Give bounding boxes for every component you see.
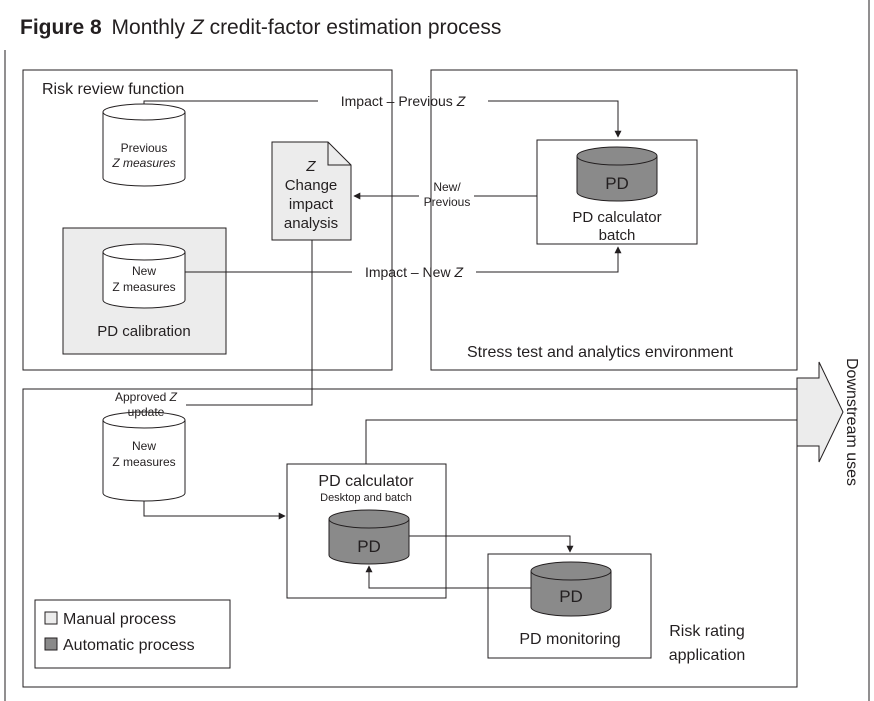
pd-monitoring-db-label: PD <box>559 587 583 606</box>
document-fold <box>327 142 351 166</box>
flow-impact-new-label: Impact – New Z <box>365 264 463 280</box>
pd-calculator-title: PD calculator <box>318 473 414 490</box>
pd-calculator-subtitle: Desktop and batch <box>320 492 412 504</box>
pd-calc-batch-label-line2: batch <box>599 227 636 244</box>
stress-test-box <box>430 69 798 371</box>
flow-approved-update <box>186 240 313 406</box>
approved-new-z-line1: New <box>132 439 156 453</box>
risk-rating-box <box>22 388 798 688</box>
flow-impact-previous-left <box>143 100 318 104</box>
pd-calc-batch-box <box>536 139 698 245</box>
previous-z-label-line1: Previous <box>121 141 168 155</box>
flow-monitoring-to-calculator <box>365 565 531 589</box>
risk-review-label: Risk review function <box>42 81 184 98</box>
risk-rating-label-line2: application <box>669 647 746 664</box>
downstream-arrow <box>796 361 844 463</box>
legend-automatic-swatch <box>44 637 58 651</box>
flow-newz-to-calculator <box>143 501 286 520</box>
flow-impact-previous-right <box>488 100 622 138</box>
change-impact-document <box>271 141 352 241</box>
flow-impact-new-right <box>476 246 622 273</box>
legend-manual-swatch <box>44 611 58 625</box>
flow-new-previous-line2: Previous <box>424 195 471 209</box>
pd-calculator-db <box>328 509 410 565</box>
flow-impact-previous-label: Impact – Previous Z <box>341 93 466 109</box>
pd-monitoring-db <box>530 561 612 617</box>
flow-calculator-to-downstream <box>365 419 797 464</box>
change-doc-line2: Change <box>285 177 338 194</box>
pd-calc-batch-db-label: PD <box>605 174 629 193</box>
new-z-measures-cylinder <box>102 243 186 309</box>
figure-title: Figure 8 Monthly Z credit-factor estimat… <box>20 16 501 40</box>
previous-z-measures-cylinder <box>102 103 186 187</box>
new-z-label-line1: New <box>132 264 156 278</box>
downstream-label: Downstream uses <box>843 358 860 486</box>
pd-monitoring-box <box>487 553 652 659</box>
new-z-label-line2: Z measures <box>112 280 175 294</box>
pd-calc-batch-db <box>576 146 658 202</box>
legend-manual-label: Manual process <box>63 611 176 628</box>
figure-caption: Monthly Z credit-factor estimation proce… <box>111 16 502 39</box>
approved-z-measures-cylinder <box>102 411 186 502</box>
change-doc-line3: impact <box>289 196 334 213</box>
approved-new-z-line2: Z measures <box>112 455 175 469</box>
stress-test-label: Stress test and analytics environment <box>467 344 733 361</box>
risk-rating-label-line1: Risk rating <box>669 623 745 640</box>
figure-label: Figure 8 <box>20 16 102 39</box>
legend-box <box>34 599 231 669</box>
change-doc-line4: analysis <box>284 215 338 232</box>
flow-approved-line2: update <box>128 405 165 419</box>
flow-new-previous-line1: New/ <box>433 180 461 194</box>
previous-z-label-line2: Z measures <box>111 156 175 170</box>
change-doc-line1: Z <box>305 158 316 175</box>
legend-automatic-label: Automatic process <box>63 637 195 654</box>
flow-calculator-to-monitoring <box>409 535 574 553</box>
pd-monitoring-label: PD monitoring <box>519 631 620 648</box>
risk-review-box <box>22 69 393 371</box>
pd-calculator-db-label: PD <box>357 537 381 556</box>
pd-calc-batch-label-line1: PD calculator <box>572 209 661 226</box>
flow-approved-line1: Approved Z <box>115 390 178 404</box>
pd-calibration-label: PD calibration <box>97 323 190 340</box>
